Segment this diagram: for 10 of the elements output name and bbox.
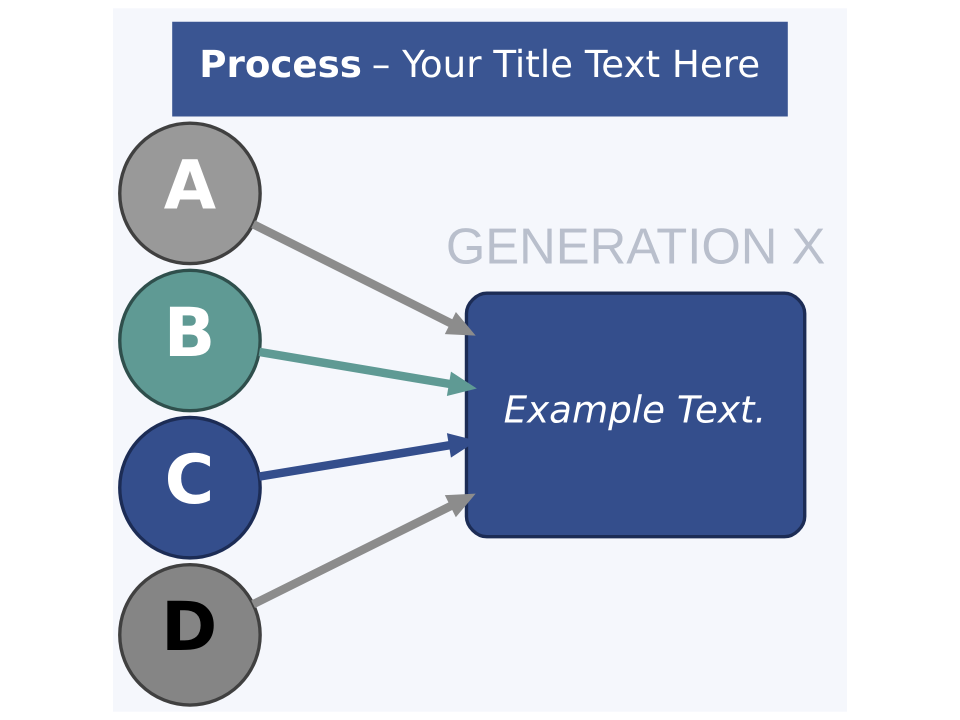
diagram-title: Process – Your Title Text Here bbox=[199, 42, 760, 86]
node-circle: A bbox=[118, 122, 262, 266]
node-circle: D bbox=[118, 562, 262, 707]
arrow bbox=[251, 220, 476, 336]
label: GENERATION X bbox=[446, 218, 826, 275]
node-circle: C bbox=[118, 416, 262, 560]
node-box: Example Text. bbox=[464, 292, 806, 538]
arrow bbox=[258, 348, 477, 396]
arrow bbox=[251, 494, 476, 608]
node-circle: B bbox=[118, 268, 262, 412]
